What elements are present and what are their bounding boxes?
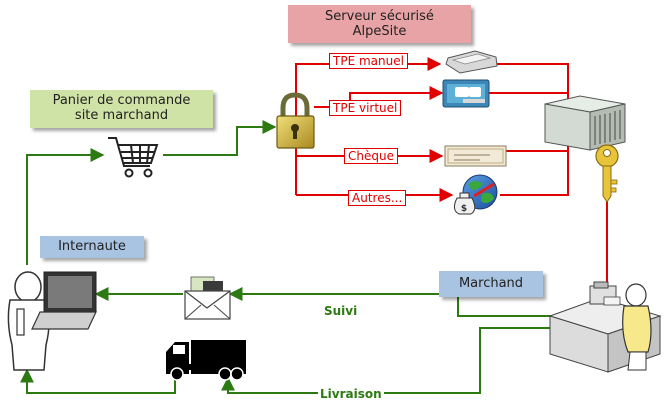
arrow-truck-to-user [20, 368, 176, 394]
tpe-virtuel-label: TPE virtuel [329, 100, 402, 116]
cheque-icon [444, 145, 507, 167]
server-label-line2: AlpeSite [352, 24, 407, 39]
suivi-label: Suivi [322, 304, 360, 318]
svg-text:$: $ [461, 204, 467, 214]
arrow-user-to-cart [26, 148, 105, 265]
arrow-merchant-to-truck [221, 327, 553, 394]
tpe-manuel-label: TPE manuel [329, 53, 408, 69]
arrow-cart-to-lock [163, 120, 277, 156]
server-icon [544, 95, 626, 151]
merchant-box: Marchand [439, 271, 543, 297]
padlock-icon [276, 92, 315, 149]
server-label-line1: Serveur sécurisé [325, 9, 434, 24]
autres-label: Autres... [348, 190, 407, 206]
cart-box: Panier de commande site marchand [30, 90, 213, 128]
order-flow-arrows [20, 120, 553, 394]
key-icon [595, 144, 619, 203]
delivery-truck-icon [166, 340, 246, 381]
cart-label-line2: site marchand [74, 108, 169, 123]
livraison-label: Livraison [318, 387, 384, 401]
cash-register-merchant-icon [548, 281, 662, 373]
cheque-label: Chèque [344, 148, 398, 164]
arrow-merchant-to-envelope [228, 287, 553, 317]
user-box: Internaute [40, 236, 144, 258]
laptop-user-icon [7, 271, 97, 371]
globe-money-icon: $ [453, 174, 498, 215]
shopping-cart-icon [108, 137, 159, 178]
credit-card-icon [442, 79, 490, 108]
cart-label-line1: Panier de commande [52, 93, 191, 108]
envelope-icon [184, 276, 231, 320]
secure-server-box: Serveur sécurisé AlpeSite [288, 5, 471, 43]
card-reader-icon [445, 50, 498, 74]
